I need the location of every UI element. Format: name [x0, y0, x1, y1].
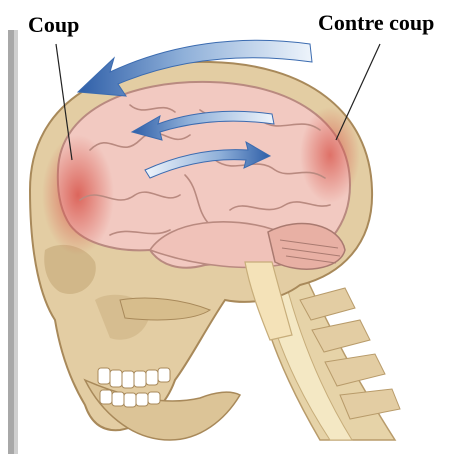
contre-coup-leader-line [336, 44, 380, 140]
contrecoup-impact-zone [300, 107, 360, 203]
coup-label: Coup [28, 12, 79, 38]
coup-impact-zone [42, 135, 114, 255]
contre-coup-label: Contre coup [318, 10, 434, 36]
